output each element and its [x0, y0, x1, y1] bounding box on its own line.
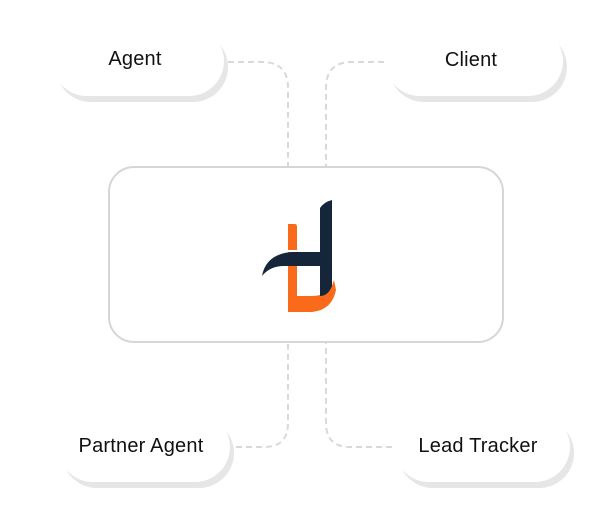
hl-monogram-logo [262, 200, 336, 312]
connector-lead-tracker [325, 342, 392, 448]
node-partner-agent: Partner Agent [58, 412, 230, 482]
node-agent: Agent [52, 26, 224, 96]
node-client-label: Client [444, 48, 498, 71]
logo-orange-l [288, 224, 336, 312]
node-partner-agent-label: Partner Agent [78, 434, 204, 457]
connector-client [325, 61, 384, 166]
node-lead-tracker-label: Lead Tracker [418, 434, 538, 457]
connector-agent [228, 61, 289, 166]
connector-partner-agent [236, 342, 289, 448]
node-agent-label: Agent [108, 47, 162, 70]
node-client: Client [385, 26, 563, 96]
node-lead-tracker: Lead Tracker [394, 412, 570, 482]
logo-dark-crossbar [262, 252, 320, 276]
logo-dark-stem [320, 200, 332, 296]
